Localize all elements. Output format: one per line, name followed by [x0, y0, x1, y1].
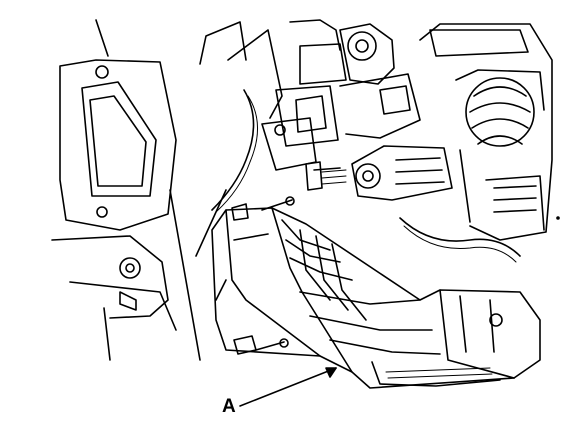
blower-housing — [399, 23, 553, 263]
duct-a — [211, 207, 541, 389]
upper-housing — [195, 19, 421, 257]
screws — [231, 196, 295, 351]
left-bracket — [51, 19, 201, 361]
sensor-connector — [305, 145, 453, 201]
callout-label-a: A — [222, 396, 236, 417]
callout-a-leader — [239, 367, 337, 407]
